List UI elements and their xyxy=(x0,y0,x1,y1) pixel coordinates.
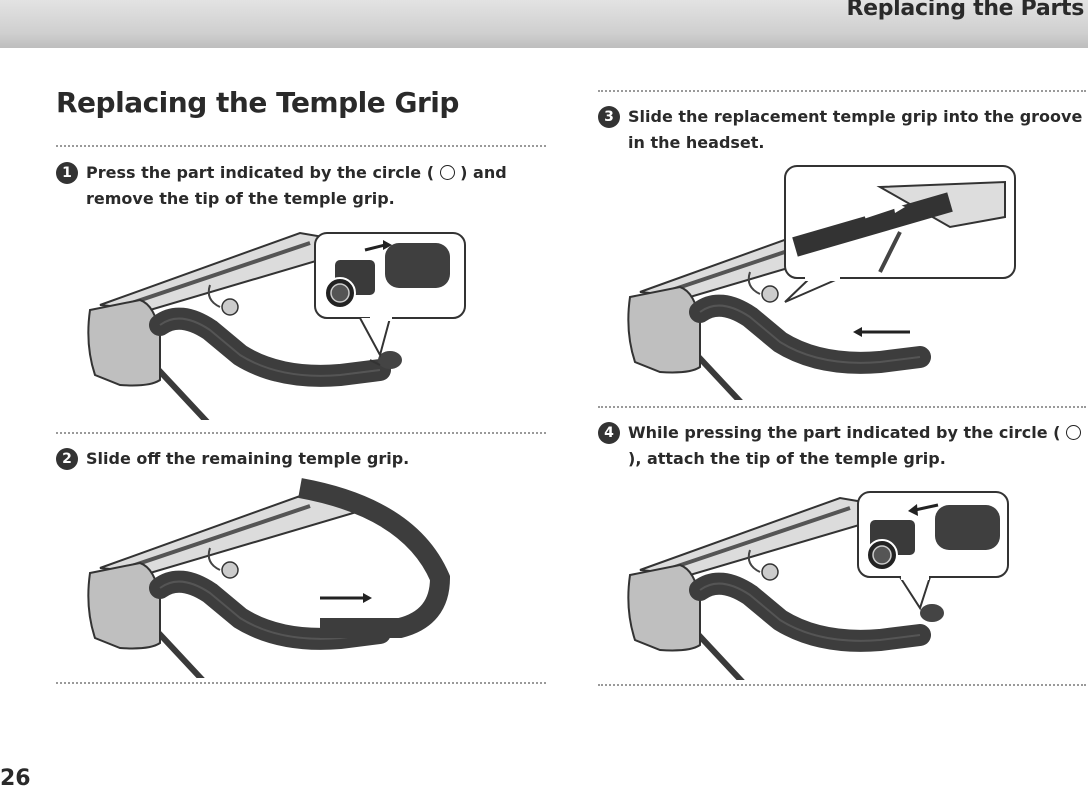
divider xyxy=(598,684,1086,686)
step-text: Press the part indicated by the circle (… xyxy=(86,163,507,208)
step-text: Slide off the remaining temple grip. xyxy=(86,449,410,468)
grip-tip xyxy=(378,351,402,369)
arrow-left-icon xyxy=(914,503,939,512)
step-number: 2 xyxy=(56,448,78,470)
circle-symbol-icon xyxy=(1066,425,1082,440)
callout-bubble xyxy=(857,491,1009,611)
page-number: 26 xyxy=(0,766,31,791)
illustration-slide-in xyxy=(620,165,1016,400)
divider xyxy=(56,682,546,684)
step-number: 1 xyxy=(56,162,78,184)
step-number: 4 xyxy=(598,422,620,444)
page-title: Replacing the Temple Grip xyxy=(56,86,459,119)
callout-bubble xyxy=(784,165,1016,303)
illustration-remove-tip xyxy=(80,215,466,420)
circle-symbol-icon xyxy=(439,165,455,180)
divider xyxy=(598,406,1086,408)
step-number: 3 xyxy=(598,106,620,128)
illustration-attach-tip xyxy=(620,480,1009,680)
divider xyxy=(56,432,546,434)
callout-bubble xyxy=(314,232,466,358)
headset-illustration xyxy=(88,496,380,678)
arrow-right-icon xyxy=(364,243,386,252)
step-text: Slide the replacement temple grip into t… xyxy=(628,107,1083,152)
section-title: Replacing the Parts xyxy=(846,0,1084,21)
divider xyxy=(56,145,546,147)
temple-grip xyxy=(298,478,451,638)
callout-pointer xyxy=(369,359,381,366)
divider xyxy=(598,90,1086,92)
step-text: While pressing the part indicated by the… xyxy=(628,420,1086,472)
grip-tip xyxy=(920,604,944,622)
illustration-slide-off xyxy=(80,478,451,678)
header-bar: Replacing the Parts xyxy=(0,0,1088,48)
